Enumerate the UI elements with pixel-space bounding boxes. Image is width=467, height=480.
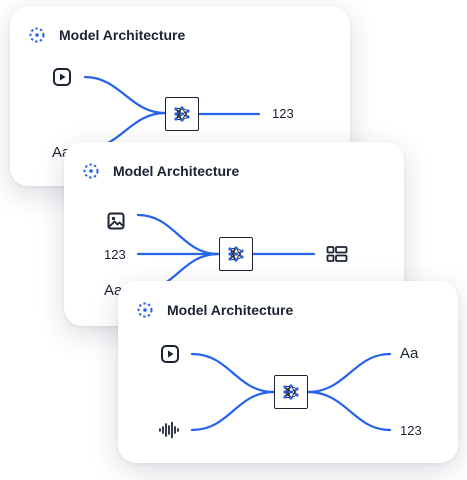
video-input	[52, 67, 72, 87]
layout-output	[326, 245, 348, 263]
model-architecture-icon	[29, 27, 45, 43]
card-title: Model Architecture	[59, 27, 186, 43]
neural-network-node[interactable]	[219, 237, 253, 271]
text-input-label: Aa	[104, 282, 123, 299]
numeric-input-label: 123	[104, 247, 126, 262]
play-icon	[161, 345, 179, 363]
card-title: Model Architecture	[167, 302, 294, 318]
card-header: Model Architecture	[82, 162, 239, 180]
card-header: Model Architecture	[28, 26, 185, 44]
card-title: Model Architecture	[113, 163, 240, 179]
image-input	[106, 211, 126, 231]
numeric-output-label: 123	[272, 106, 294, 121]
model-architecture-icon	[137, 302, 153, 318]
audio-input	[158, 421, 182, 439]
neural-network-icon	[283, 384, 299, 400]
model-architecture-icon	[83, 163, 99, 179]
card-header: Model Architecture	[136, 301, 293, 319]
neural-network-icon	[228, 246, 244, 262]
numeric-output-label: 123	[400, 423, 422, 438]
neural-network-node[interactable]	[274, 375, 308, 409]
neural-network-icon	[174, 106, 190, 122]
text-output-label: Aa	[400, 345, 419, 362]
layout-icon	[326, 246, 348, 262]
model-architecture-card-3[interactable]: Model Architecture	[118, 281, 458, 463]
neural-network-node[interactable]	[165, 97, 199, 131]
video-input	[160, 344, 180, 364]
play-icon	[53, 68, 71, 86]
image-icon	[107, 212, 125, 230]
audio-waveform-icon	[159, 421, 179, 439]
